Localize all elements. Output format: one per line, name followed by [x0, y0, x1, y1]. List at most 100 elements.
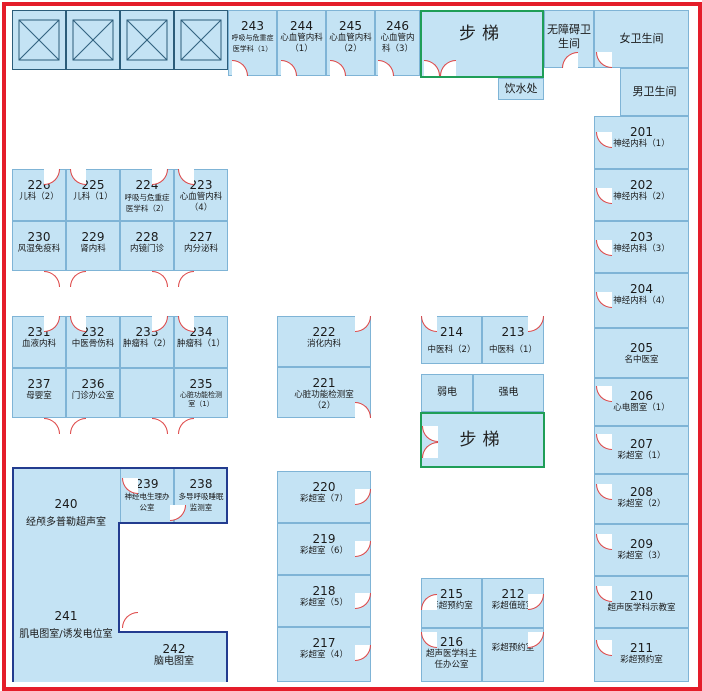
elevator-icon — [174, 10, 228, 70]
room-number: 217 — [312, 636, 336, 650]
zone-outline — [118, 522, 228, 524]
storage-room — [120, 368, 174, 418]
room-number: 216 — [440, 635, 463, 649]
room-number: 224 — [135, 178, 159, 192]
room-number: 229 — [81, 230, 105, 244]
room-name: 心脏功能检测室（2） — [294, 390, 354, 411]
room-number: 208 — [630, 485, 653, 499]
room-name: 神经内科（4） — [613, 296, 670, 306]
room-name: 心血管内科（3） — [380, 33, 415, 54]
room-number: 202 — [630, 178, 653, 192]
room-number: 230 — [27, 230, 51, 244]
room-name: 心血管内科（4） — [179, 192, 223, 213]
room-number: 233 — [135, 325, 159, 339]
room-name: 中医科（2） — [427, 345, 476, 355]
room-number: 232 — [81, 325, 105, 339]
room-number: 222 — [312, 325, 336, 339]
room-number: 201 — [630, 125, 653, 139]
room-number: 219 — [312, 532, 336, 546]
room-number: 218 — [312, 584, 336, 598]
room-number: 203 — [630, 230, 653, 244]
room-name: 内分泌科 — [183, 244, 218, 254]
room-name: 彩超室（2） — [617, 499, 666, 509]
staircase-top[interactable]: 步梯 — [420, 10, 544, 78]
room-name: 呼吸与危重症医学科（2） — [124, 193, 170, 213]
zone-outline — [12, 467, 14, 682]
mens-restroom[interactable]: 男卫生间 — [620, 68, 689, 116]
room-name: 肾内科 — [80, 244, 106, 254]
room-name: 肌电图室/诱发电位室 — [19, 629, 113, 640]
room-number: 234 — [189, 325, 213, 339]
water-station[interactable]: 饮水处 — [498, 78, 544, 100]
room-number: 205 — [630, 341, 653, 355]
strong-power-room[interactable]: 强电 — [473, 374, 544, 412]
room-number: 225 — [81, 178, 105, 192]
room-name: 彩超预约室 — [491, 643, 535, 653]
room-name: 多导呼吸睡眠监测室 — [178, 492, 224, 512]
room-number: 204 — [630, 282, 653, 296]
room-name: 肿瘤科（1） — [177, 339, 225, 349]
room-number: 242 — [162, 642, 186, 656]
room-number: 244 — [290, 19, 313, 33]
room-name: 肿瘤科（2） — [123, 339, 171, 349]
room-number: 223 — [189, 178, 213, 192]
room-name: 超声医学科主任办公室 — [425, 649, 477, 670]
zone-outline — [118, 522, 120, 633]
room-name: 脑电图室 — [154, 656, 194, 667]
room-number: 209 — [630, 537, 653, 551]
room-number: 206 — [630, 389, 653, 403]
room-name: 呼吸与危重症医学科（1） — [231, 34, 274, 53]
zone-outline — [12, 467, 228, 469]
room-name: 超声医学科示教室 — [607, 603, 676, 613]
womens-restroom[interactable]: 女卫生间 — [594, 10, 689, 68]
room-number: 238 — [189, 477, 213, 491]
zone-outline — [226, 467, 228, 524]
room-name: 儿科（1） — [73, 192, 113, 202]
staircase-middle[interactable]: 步梯 — [420, 412, 545, 468]
elevator-icon — [12, 10, 66, 70]
room-name: 消化内科 — [306, 339, 341, 349]
room-number: 246 — [386, 19, 409, 33]
room-name: 彩超室（5） — [300, 598, 348, 608]
room-number: 243 — [241, 19, 264, 33]
room-name: 心脏功能检测室（1） — [180, 391, 222, 408]
room-name: 经颅多普勒超声室 — [26, 517, 106, 528]
zone-outline — [226, 631, 228, 682]
weak-power-room[interactable]: 弱电 — [421, 374, 473, 412]
room-name: 心电图室（1） — [613, 403, 670, 413]
room-name: 血液内科 — [21, 339, 56, 349]
room-number: 245 — [339, 19, 362, 33]
room-name: 心血管内科（2） — [329, 33, 372, 54]
elevator-icon — [120, 10, 174, 70]
room-number: 231 — [27, 325, 51, 339]
room-name: 风湿免疫科 — [17, 244, 61, 254]
room-number: 227 — [189, 230, 213, 244]
room-number: 236 — [81, 377, 105, 391]
